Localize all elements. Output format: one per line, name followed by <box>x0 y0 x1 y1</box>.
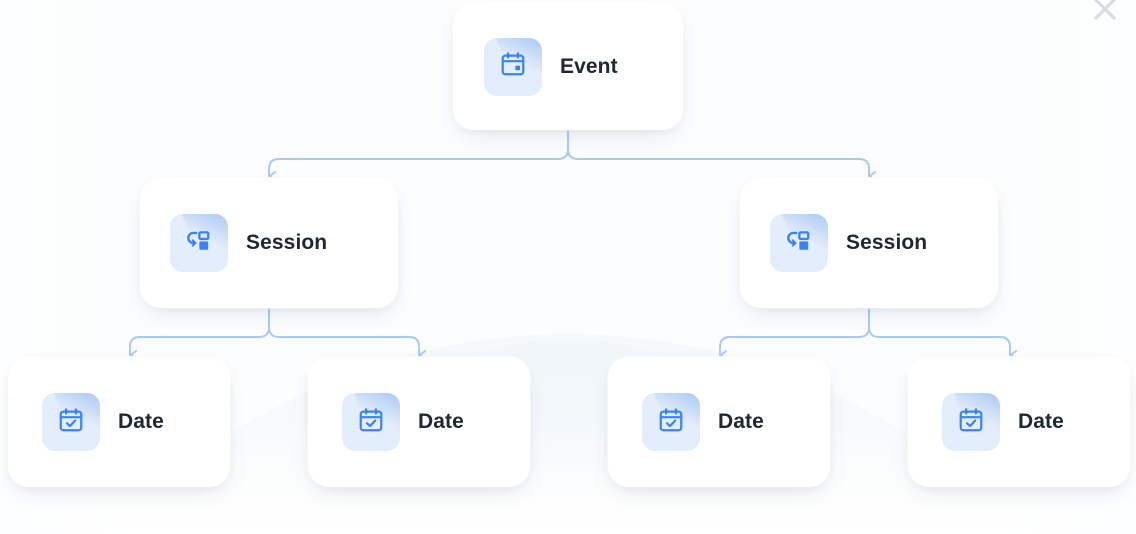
node-icon-tile <box>170 214 228 272</box>
node-session-2[interactable]: Session <box>740 178 998 308</box>
node-label: Date <box>1018 410 1064 433</box>
node-icon-tile <box>942 393 1000 451</box>
close-icon <box>1094 0 1116 20</box>
node-date-4[interactable]: Date <box>908 357 1130 487</box>
edge-event-session-2 <box>567 129 877 181</box>
edge-session-1-date-2 <box>268 307 427 360</box>
edge-session-2-date-4 <box>868 307 1018 360</box>
node-label: Session <box>846 231 928 254</box>
edge-session-2-date-3 <box>719 307 870 360</box>
node-label: Event <box>560 54 618 78</box>
node-label: Session <box>246 231 328 254</box>
node-date-3[interactable]: Date <box>608 357 830 487</box>
node-icon-tile <box>770 214 828 272</box>
node-icon-tile <box>342 393 400 451</box>
calendar-check-icon <box>657 406 685 439</box>
calendar-check-icon <box>57 406 85 439</box>
edge-session-1-date-1 <box>129 307 270 360</box>
node-icon-tile <box>642 393 700 451</box>
node-icon-tile <box>484 37 542 96</box>
node-label: Date <box>418 410 464 433</box>
calendar-check-icon <box>957 406 985 439</box>
node-label: Date <box>718 410 764 433</box>
node-date-2[interactable]: Date <box>308 357 530 487</box>
node-date-1[interactable]: Date <box>8 357 230 487</box>
session-replay-icon <box>785 227 813 260</box>
close-button[interactable] <box>1082 0 1128 32</box>
node-label: Date <box>118 410 164 433</box>
calendar-event-icon <box>499 50 527 83</box>
calendar-check-icon <box>357 406 385 439</box>
node-event[interactable]: Event <box>453 3 683 130</box>
edge-event-session-1 <box>268 129 569 181</box>
node-icon-tile <box>42 393 100 451</box>
node-session-1[interactable]: Session <box>140 178 398 308</box>
session-replay-icon <box>185 227 213 260</box>
